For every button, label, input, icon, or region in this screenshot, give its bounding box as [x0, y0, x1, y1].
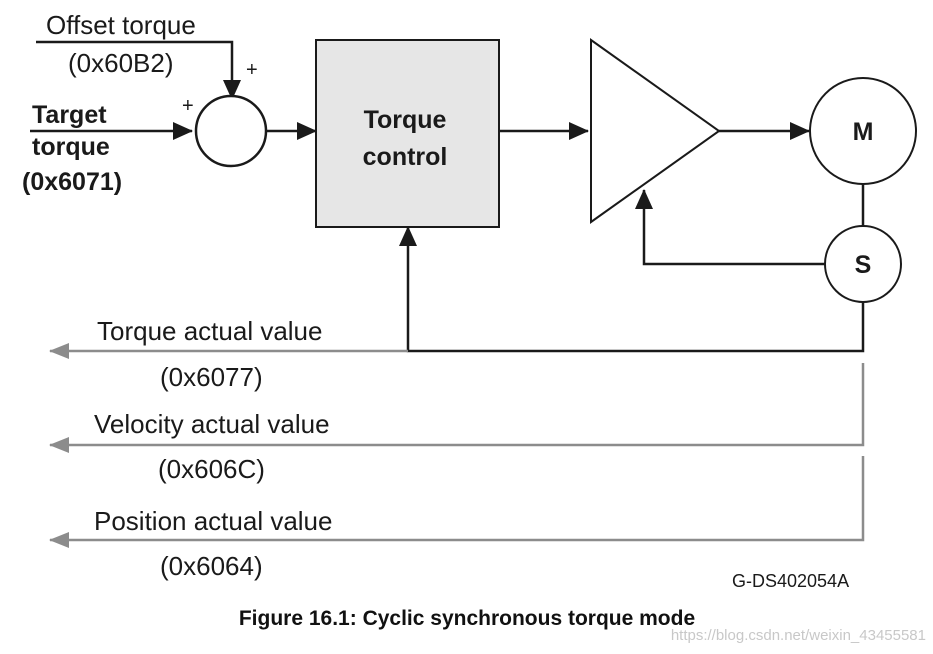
offset-torque-code: (0x60B2) [68, 48, 174, 78]
position-actual-output-line [49, 456, 865, 548]
torque-actual-code: (0x6077) [160, 362, 263, 392]
velocity-actual-label: Velocity actual value [94, 409, 330, 439]
sensor-to-amplifier-feedback [635, 189, 825, 266]
velocity-actual-code: (0x606C) [158, 454, 265, 484]
figure-caption: Figure 16.1: Cyclic synchronous torque m… [239, 607, 695, 630]
offset-torque-signal [36, 40, 241, 100]
torque-actual-label: Torque actual value [97, 316, 322, 346]
summing-junction [194, 94, 268, 168]
motor-label: M [853, 118, 874, 146]
sensor-label: S [855, 251, 872, 279]
target-plus-sign: + [182, 95, 194, 117]
offset-torque-label: Offset torque [46, 10, 196, 40]
torque-control-block [315, 39, 500, 228]
position-actual-code: (0x6064) [160, 551, 263, 581]
offset-plus-sign: + [246, 59, 258, 81]
torque-control-label-line1: Torque [364, 106, 447, 134]
target-torque-code: (0x6071) [22, 168, 122, 196]
target-torque-label-line2: torque [32, 133, 110, 161]
position-actual-label: Position actual value [94, 506, 332, 536]
watermark: https://blog.csdn.net/weixin_43455581 [671, 627, 926, 644]
figure-code: G-DS402054A [732, 571, 849, 591]
velocity-actual-output-line [49, 363, 865, 453]
feedback-to-torque-control [399, 226, 865, 353]
target-torque-label-line1: Target [32, 101, 107, 129]
torque-control-label-line2: control [363, 143, 448, 171]
amplifier-triangle [590, 38, 721, 224]
